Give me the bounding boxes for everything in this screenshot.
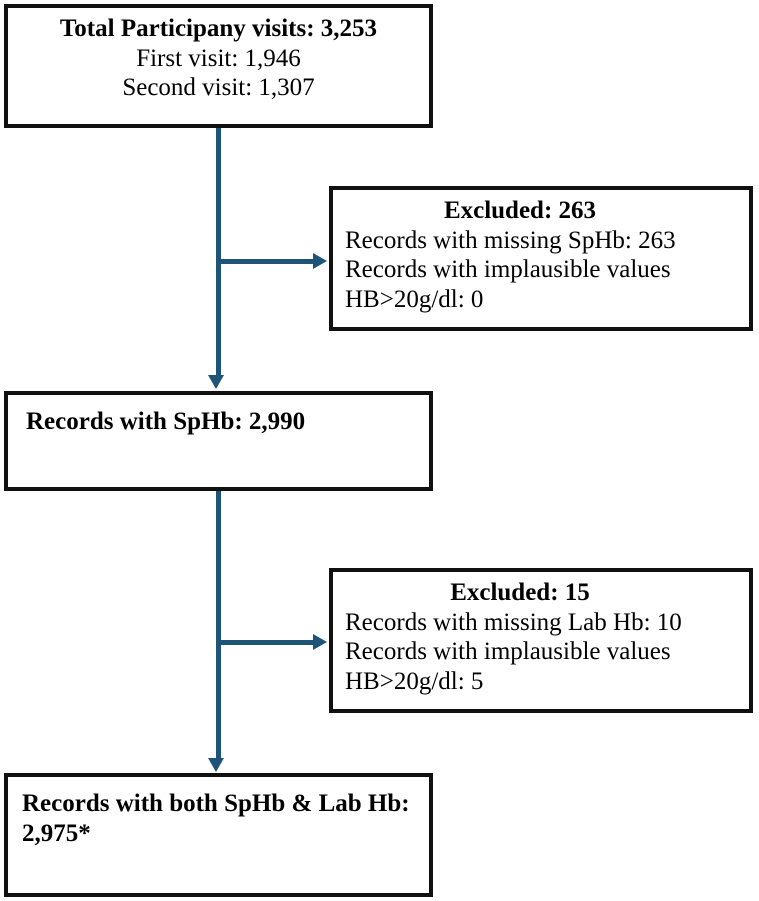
arrowhead-down-to-sphb — [208, 375, 224, 389]
arrowhead-right-to-excluded-2 — [313, 634, 327, 650]
node-excluded-1-line-1: Records with missing SpHb: 263 — [345, 226, 676, 254]
node-total-visits-line-1: Total Participany visits: 3,253 — [59, 15, 378, 42]
node-records-both-body: Records with both SpHb & Lab Hb: 2,975* — [8, 777, 429, 848]
node-records-sphb: Records with SpHb: 2,990 — [4, 391, 433, 491]
connector-sphb-to-both — [216, 490, 221, 760]
node-records-both: Records with both SpHb & Lab Hb: 2,975* — [4, 773, 433, 897]
connector-total-to-excluded-1 — [216, 259, 314, 264]
node-excluded-1-body: Excluded: 263 Records with missing SpHb:… — [333, 190, 749, 314]
node-excluded-2-title: Excluded: 15 — [450, 579, 590, 606]
connector-sphb-to-excluded-2 — [216, 640, 314, 645]
node-excluded-2-body: Excluded: 15 Records with missing Lab Hb… — [333, 572, 749, 696]
node-total-visits-line-2: First visit: 1,946 — [136, 44, 301, 72]
node-excluded-1-line-2: Records with implausible values — [345, 256, 671, 283]
node-excluded-1-line-3: HB>20g/dl: 0 — [345, 285, 484, 313]
node-records-both-line-1: Records with both SpHb & Lab Hb: — [22, 790, 410, 817]
node-records-both-line-2: 2,975* — [22, 819, 91, 847]
arrowhead-right-to-excluded-1 — [313, 253, 327, 269]
node-excluded-2-line-1: Records with missing Lab Hb: 10 — [345, 608, 682, 636]
node-records-sphb-line-1: Records with SpHb: 2,990 — [26, 408, 306, 435]
node-records-sphb-body: Records with SpHb: 2,990 — [8, 395, 429, 437]
node-excluded-2-line-2: Records with implausible values — [345, 638, 671, 665]
node-excluded-1-title: Excluded: 263 — [443, 197, 597, 224]
connector-total-to-sphb — [216, 127, 221, 377]
arrowhead-down-to-both — [208, 758, 224, 772]
node-total-visits-line-3: Second visit: 1,307 — [122, 74, 315, 101]
node-excluded-2-line-3: HB>20g/dl: 5 — [345, 667, 484, 695]
node-total-visits: Total Participany visits: 3,253 First vi… — [4, 4, 433, 128]
node-total-visits-body: Total Participany visits: 3,253 First vi… — [8, 8, 429, 103]
node-excluded-1: Excluded: 263 Records with missing SpHb:… — [329, 186, 753, 331]
node-excluded-2: Excluded: 15 Records with missing Lab Hb… — [329, 568, 753, 713]
